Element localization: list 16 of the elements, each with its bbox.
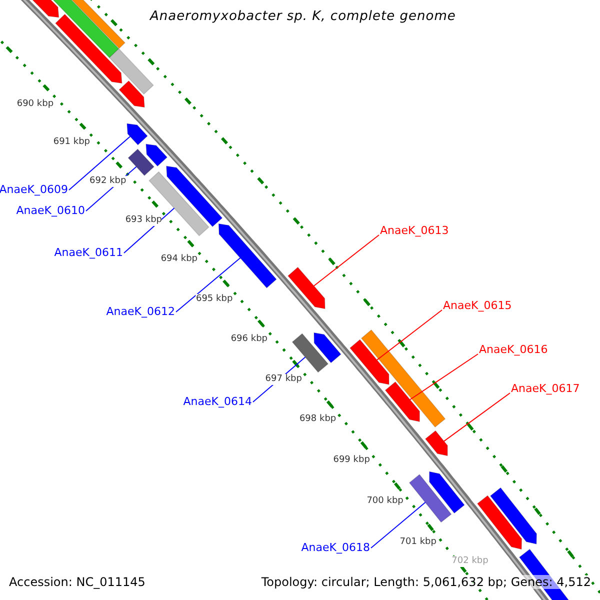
title: Anaeromyxobacter sp. K, complete genome (150, 10, 456, 24)
accession-text: Accession: NC_011145 (9, 575, 146, 589)
scale-label: 692 kbp (90, 176, 126, 187)
scale-label: 695 kbp (196, 294, 233, 305)
scale-label: 697 kbp (265, 374, 302, 385)
scale-label: 693 kbp (125, 214, 162, 226)
scale-label: 690 kbp (16, 98, 54, 110)
scale-label: 698 kbp (299, 414, 336, 426)
scale-label: 699 kbp (333, 455, 370, 466)
scale-label: 700 kbp (366, 496, 404, 508)
scale-label: 691 kbp (53, 137, 90, 148)
scale-label: 701 kbp (400, 537, 436, 548)
genome-summary-text: Topology: circular; Length: 5,061,632 bp; Genes: 4,512 (261, 575, 591, 589)
scale-label: 702 kbp (452, 556, 488, 567)
scale-label: 694 kbp (160, 254, 198, 266)
scale-label: 696 kbp (230, 334, 268, 345)
